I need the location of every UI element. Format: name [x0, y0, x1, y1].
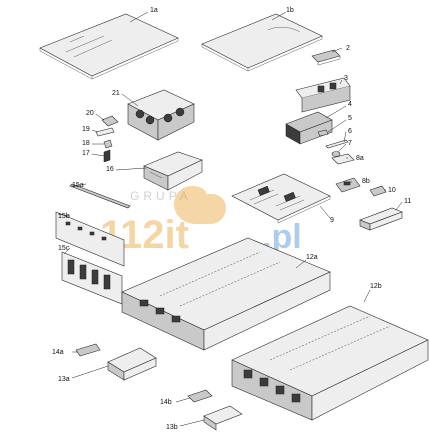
leader-lines — [57, 11, 403, 427]
callout-14a: 14a — [52, 349, 64, 356]
callout-19: 19 — [82, 126, 90, 133]
part-10-module — [369, 185, 387, 197]
callout-9: 9 — [330, 217, 334, 224]
part-2-module — [311, 49, 341, 66]
callout-16: 16 — [106, 166, 114, 173]
watermark-brand-top: GRUPA — [130, 189, 192, 203]
part-14b-filler — [187, 389, 213, 403]
callout-11: 11 — [404, 198, 411, 205]
callout-12a: 12a — [306, 254, 318, 261]
part-21-fan-assembly — [127, 89, 195, 141]
part-12b-chassis — [231, 305, 429, 421]
callout-8a: 8a — [356, 155, 364, 162]
callout-2: 2 — [346, 45, 350, 52]
callout-labels: 1a 1b 2 3 21 20 19 18 17 16 15a 15b 15c … — [52, 7, 411, 431]
part-13a-drive — [107, 347, 157, 381]
part-17-latch — [103, 149, 111, 163]
callout-18: 18 — [82, 140, 90, 147]
part-15a-rail — [69, 183, 131, 209]
callout-15c: 15c — [58, 245, 70, 252]
callout-6: 6 — [348, 128, 352, 135]
part-1b-top-cover — [201, 13, 323, 72]
callout-10: 10 — [388, 187, 396, 194]
part-6-dimm — [325, 139, 349, 149]
watermark-logo-icon — [174, 186, 226, 224]
callout-3: 3 — [344, 75, 348, 82]
part-11-power-supply — [359, 207, 403, 231]
callout-1b: 1b — [286, 7, 294, 14]
part-14a-filler — [75, 343, 101, 357]
callout-12b: 12b — [370, 283, 382, 290]
callout-20: 20 — [86, 110, 94, 117]
callout-1a: 1a — [150, 7, 158, 14]
part-19-card — [95, 127, 115, 137]
part-8b-adapter — [335, 177, 361, 193]
part-15b-backplane — [55, 211, 125, 267]
callout-21: 21 — [112, 90, 120, 97]
part-15c-drive-cage — [61, 251, 123, 305]
callout-4: 4 — [348, 101, 352, 108]
callout-5: 5 — [348, 115, 352, 122]
part-13b-drive — [203, 405, 243, 431]
callout-8b: 8b — [362, 178, 370, 185]
part-9-system-board — [231, 173, 331, 224]
part-5-processor — [317, 129, 329, 137]
part-3-bracket — [295, 77, 351, 113]
callout-15a: 15a — [72, 182, 84, 189]
callout-17: 17 — [82, 150, 90, 157]
part-12a-chassis — [121, 237, 331, 351]
callout-7: 7 — [348, 140, 352, 147]
part-7-battery — [331, 151, 341, 157]
callout-13b: 13b — [166, 424, 178, 431]
part-8a-adapter — [331, 153, 355, 165]
part-20-fan-module — [101, 115, 119, 127]
callout-15b: 15b — [58, 213, 70, 220]
callout-13a: 13a — [58, 376, 70, 383]
part-18-clip — [103, 139, 113, 149]
part-4-heatsink — [285, 111, 333, 145]
part-1a-top-cover — [39, 13, 179, 80]
part-16-air-duct — [143, 151, 203, 191]
callout-14b: 14b — [160, 399, 172, 406]
